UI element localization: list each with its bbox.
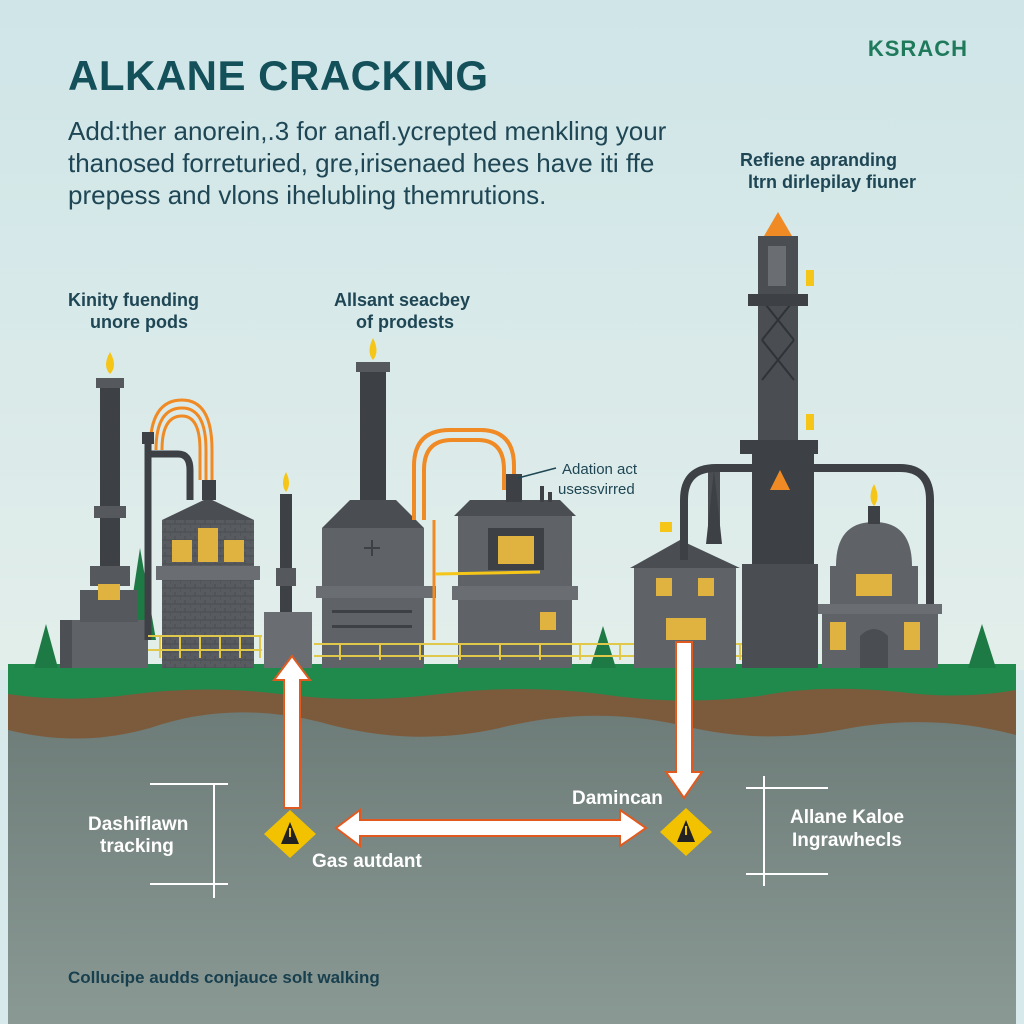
left-bracket [150, 783, 228, 898]
allane-label-line-1: Allane Kaloe [790, 807, 905, 828]
left-chimney [90, 352, 130, 586]
yellow-pipe [435, 570, 541, 576]
dark-pipes-left [144, 438, 194, 640]
horizontal-double-arrow [334, 808, 648, 848]
footer-text: Collucipe audds conjauce solt walking [68, 968, 380, 987]
refine-label-line-2: ltrn dirlepilay fiuner [748, 172, 917, 192]
dashiflawn-label-line-2: tracking [100, 836, 174, 857]
refinery-tower [660, 212, 818, 668]
kinity-label-line-1: Kinity fuending [68, 290, 199, 310]
grass-strip [8, 664, 1016, 701]
tower-pipes [680, 464, 934, 640]
warning-icon [660, 808, 712, 856]
flow-arrows [272, 641, 704, 848]
intro-line-2: thanosed forreturied, gre,irisenaed hees… [68, 148, 655, 178]
allsant-label-line-1: Allsant seacbey [334, 290, 471, 310]
brick-building [156, 480, 260, 668]
tree-icon [968, 624, 996, 668]
orange-pipes-left [148, 398, 214, 480]
left-building [60, 584, 148, 668]
right-bracket [746, 776, 828, 886]
tree-icon [590, 626, 616, 668]
tree-icon [34, 624, 58, 668]
dashiflawn-label-line-1: Dashiflawn [88, 814, 189, 835]
orange-pipes-center [412, 428, 516, 640]
page-title: ALKANE CRACKING [68, 52, 489, 99]
brand-logo: KSRACH [867, 36, 968, 61]
annotation-pointer [517, 467, 557, 479]
small-chimney [264, 472, 312, 668]
adation-label-line-2: usessvirred [558, 481, 635, 498]
warning-icon [264, 810, 316, 858]
gas-label: Gas autdant [312, 851, 422, 872]
kinity-label-line-2: unore pods [90, 312, 188, 332]
refine-label-line-1: Refiene apranding [740, 150, 898, 170]
allsant-label-line-2: of prodests [356, 312, 455, 332]
up-arrow [272, 654, 312, 809]
damincan-label: Damincan [572, 788, 663, 809]
valve [142, 432, 154, 444]
allane-label-line-2: Ingrawhecls [792, 830, 902, 851]
dome-building [818, 484, 942, 668]
adation-label-line-1: Adation act [562, 461, 638, 478]
down-arrow [664, 641, 704, 800]
intro-line-3: prepess and vlons ihelubling themrutions… [68, 180, 547, 210]
intro-line-1: Add:ther anorein,.3 for anafl.ycrepted m… [68, 116, 667, 146]
underground-area [8, 690, 1016, 1024]
center-right-building [452, 474, 578, 668]
